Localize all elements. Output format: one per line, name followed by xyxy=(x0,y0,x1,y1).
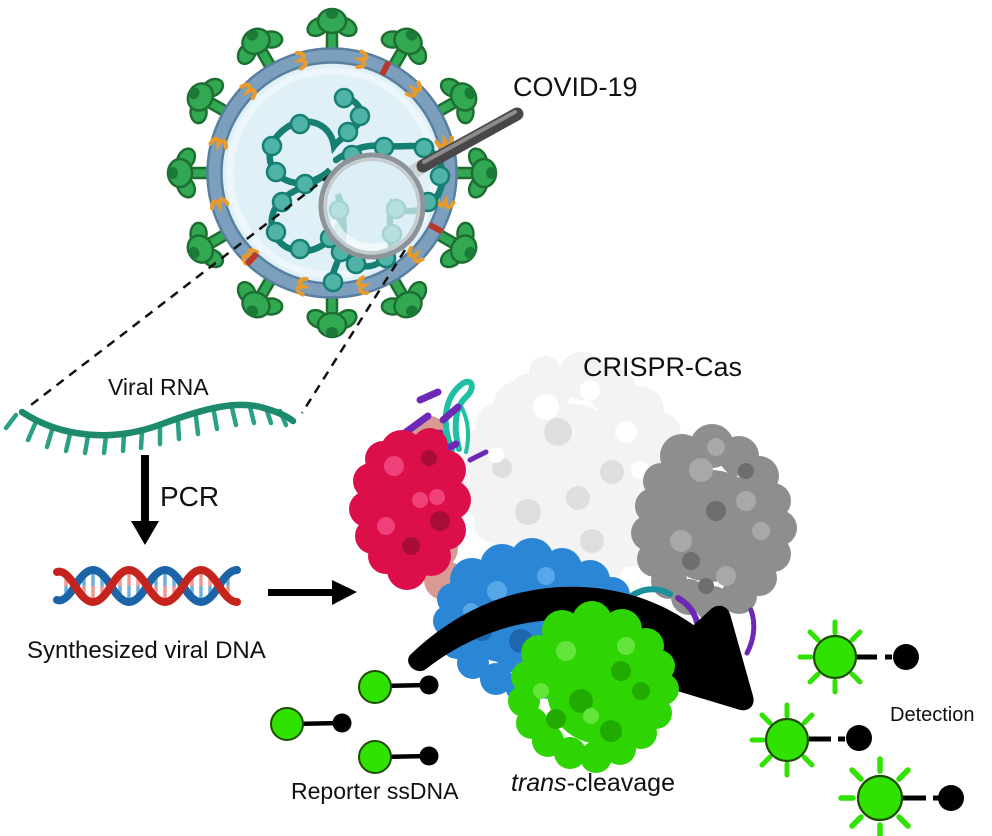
cas-subunit-gray xyxy=(631,424,797,622)
reporter-molecule xyxy=(270,707,352,741)
quencher-icon xyxy=(846,725,872,751)
right-arrow xyxy=(268,580,357,605)
covid19-label: COVID-19 xyxy=(513,72,638,102)
pcr-label: PCR xyxy=(160,481,220,512)
fluorophore-icon xyxy=(358,740,392,774)
dna-helix-illustration xyxy=(53,565,241,607)
crispr-cas-label: CRISPR-Cas xyxy=(583,352,743,382)
viral-rna-label: Viral RNA xyxy=(108,374,209,400)
envelope-protein-icons xyxy=(245,60,444,266)
quencher-icon xyxy=(938,785,964,811)
quencher-icon xyxy=(419,675,439,695)
cleaved-reporter-molecule xyxy=(838,756,964,836)
quencher-icon xyxy=(419,746,439,766)
detection-label: Detection xyxy=(890,704,975,726)
trans-italic-text: trans xyxy=(511,769,567,797)
trans-cleavage-label: trans-cleavage xyxy=(511,769,675,798)
cas-subunit-crimson xyxy=(349,428,471,590)
quencher-icon xyxy=(332,713,352,733)
cleaved-reporter-group xyxy=(749,619,964,836)
synthesized-dna-label: Synthesized viral DNA xyxy=(27,637,266,664)
reporter-molecule xyxy=(358,740,439,774)
fluorophore-glow-icon xyxy=(764,717,810,763)
cas-subunit-green xyxy=(508,601,679,773)
membrane-protein-icons xyxy=(208,49,456,297)
fluorophore-glow-icon xyxy=(856,774,904,822)
reporter-ssdna-group xyxy=(270,670,439,774)
cleaved-reporter-molecule xyxy=(749,702,872,778)
fluorophore-icon xyxy=(270,707,304,741)
cleavage-suffix-text: -cleavage xyxy=(566,769,675,797)
quencher-icon xyxy=(893,644,919,670)
fluorophore-glow-icon xyxy=(812,634,858,680)
spike-proteins xyxy=(166,7,498,339)
cleaved-reporter-molecule xyxy=(797,619,919,695)
crispr-cas-complex xyxy=(349,352,797,773)
reporter-molecule xyxy=(358,670,439,704)
dashed-callout-lines xyxy=(26,174,407,414)
reporter-ssdna-label: Reporter ssDNA xyxy=(291,778,459,804)
viral-rna-illustration xyxy=(3,401,297,456)
fluorophore-icon xyxy=(358,670,392,704)
magnifier-icon xyxy=(318,107,524,260)
pcr-arrow xyxy=(131,455,159,545)
